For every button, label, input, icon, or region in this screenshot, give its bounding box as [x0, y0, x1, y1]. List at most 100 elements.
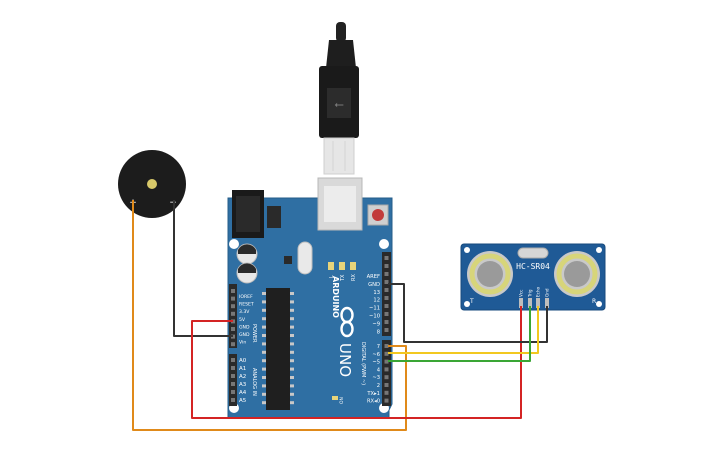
- chip-pin: [262, 350, 266, 354]
- digital-top-pin-label-4: ~11: [369, 306, 380, 312]
- header-pin[interactable]: [384, 296, 389, 300]
- header-pin[interactable]: [231, 382, 235, 386]
- header-pin[interactable]: [384, 304, 389, 308]
- chip-pin: [290, 334, 294, 337]
- chip-pin: [290, 367, 294, 371]
- header-pin[interactable]: [384, 288, 389, 292]
- header-pin[interactable]: [384, 351, 389, 356]
- digital-top-pin-label-6: ~9: [372, 321, 380, 327]
- analog-header: [229, 354, 237, 406]
- header-pin[interactable]: [384, 359, 389, 364]
- header-pin[interactable]: [231, 304, 235, 309]
- digital-top-pin-label-1: GND: [368, 282, 380, 288]
- header-pin[interactable]: [384, 264, 389, 268]
- header-pin[interactable]: [384, 367, 389, 372]
- header-pin[interactable]: [384, 256, 389, 260]
- on-label: ON: [339, 397, 345, 404]
- header-pin[interactable]: [231, 366, 235, 370]
- digital-bottom-pin-label-7: RX◂0: [367, 399, 380, 405]
- chip-pin: [262, 334, 266, 337]
- arduino-uno-board[interactable]: L TX RX ON ARDUINO UNO IOREFRESET3.3V5VG…: [227, 177, 393, 419]
- header-pin[interactable]: [384, 383, 389, 387]
- wire-echo[interactable]: [388, 306, 531, 362]
- analog-pin-label-3: A3: [239, 382, 247, 388]
- header-pin[interactable]: [384, 312, 389, 316]
- digital-top-pin-labels: AREF GND 13 12 ~11 ~10~9 8: [367, 274, 380, 335]
- sensor-pin-label-2: Echo: [536, 286, 541, 297]
- led-label-l: L: [329, 275, 335, 278]
- wire-trig[interactable]: [388, 306, 539, 354]
- header-pin[interactable]: [231, 342, 235, 347]
- digital-top-pin-label-3: 12: [373, 298, 380, 304]
- buzzer-center: [147, 179, 157, 189]
- power-pin-label-5: GND: [239, 332, 250, 338]
- digital-bottom-pin-label-0: 7: [377, 344, 380, 350]
- usb-plug-metal: [323, 137, 355, 175]
- header-pin[interactable]: [231, 358, 235, 362]
- chip-pin: [262, 359, 266, 363]
- sensor-pin[interactable]: [519, 298, 523, 308]
- wire-gnd-sensor[interactable]: [388, 283, 548, 343]
- analog-pin-label-5: A5: [239, 398, 247, 404]
- arduino-logo-icon: [340, 306, 354, 338]
- wire-buzzer-signal[interactable]: [132, 200, 407, 431]
- mount-hole: [229, 239, 239, 249]
- chip-pin: [290, 300, 294, 304]
- header-pin[interactable]: [384, 375, 389, 380]
- digital-header-bottom: [382, 340, 391, 406]
- power-header-label: POWER: [251, 324, 257, 343]
- header-pin[interactable]: [231, 311, 235, 316]
- wires: [132, 200, 548, 431]
- transmitter-transducer: [467, 251, 513, 297]
- sensor-pin[interactable]: [536, 298, 540, 308]
- led-label-tx: TX: [340, 274, 346, 282]
- digital-top-pin-label-2: 13: [373, 290, 380, 296]
- wire-5v-vcc[interactable]: [191, 306, 522, 419]
- digital-bottom-pin-label-5: 2: [377, 383, 380, 389]
- header-pin[interactable]: [231, 289, 235, 293]
- header-pin[interactable]: [231, 374, 235, 378]
- usb-cable-strain-relief: [326, 40, 356, 68]
- header-pin[interactable]: [384, 328, 389, 332]
- sensor-model: HC-SR04: [516, 262, 550, 271]
- digital-top-pin-label-7: 8: [377, 329, 380, 335]
- led-label-rx: RX: [351, 274, 357, 281]
- chip-pin: [262, 317, 266, 321]
- usb-symbol-icon: ⭠: [334, 97, 344, 111]
- header-pin[interactable]: [231, 398, 235, 402]
- sensor-pin[interactable]: [545, 298, 549, 308]
- header-pin[interactable]: [384, 320, 389, 324]
- header-pin[interactable]: [384, 398, 389, 403]
- header-pin[interactable]: [384, 344, 389, 348]
- digital-header-label: DIGITAL (PWM ~): [360, 342, 366, 385]
- chip-pin: [290, 342, 294, 346]
- chip-pin: [290, 401, 294, 405]
- receiver-transducer: [554, 251, 600, 297]
- chip-pin: [262, 384, 266, 388]
- power-pin-label-6: Vin: [239, 340, 246, 346]
- sensor-pin[interactable]: [528, 298, 532, 308]
- analog-pin-label-0: A0: [239, 358, 247, 364]
- chip-pin: [262, 292, 266, 295]
- sensor-right-mark: R: [592, 298, 596, 305]
- chip-pin: [290, 317, 294, 321]
- digital-top-pin-label-5: ~10: [369, 314, 380, 320]
- capacitor: [236, 243, 258, 265]
- power-pin-label-0: IOREF: [239, 294, 253, 300]
- header-pin[interactable]: [384, 390, 389, 395]
- digital-top-pin-label-0: AREF: [367, 274, 380, 280]
- header-pin[interactable]: [384, 272, 389, 276]
- power-pin-label-3: 5V: [239, 317, 246, 323]
- wire-buzzer-gnd[interactable]: [173, 200, 233, 337]
- header-pin[interactable]: [384, 280, 389, 284]
- analog-pin-label-1: A1: [239, 366, 246, 372]
- analog-pin-label-4: A4: [239, 390, 247, 396]
- header-pin[interactable]: [231, 390, 235, 394]
- crystal-oscillator: [297, 241, 313, 275]
- header-pin[interactable]: [231, 296, 235, 301]
- usb-cable[interactable]: ⭠: [319, 22, 359, 175]
- header-pin[interactable]: [231, 327, 235, 331]
- piezo-buzzer[interactable]: + −: [118, 150, 186, 218]
